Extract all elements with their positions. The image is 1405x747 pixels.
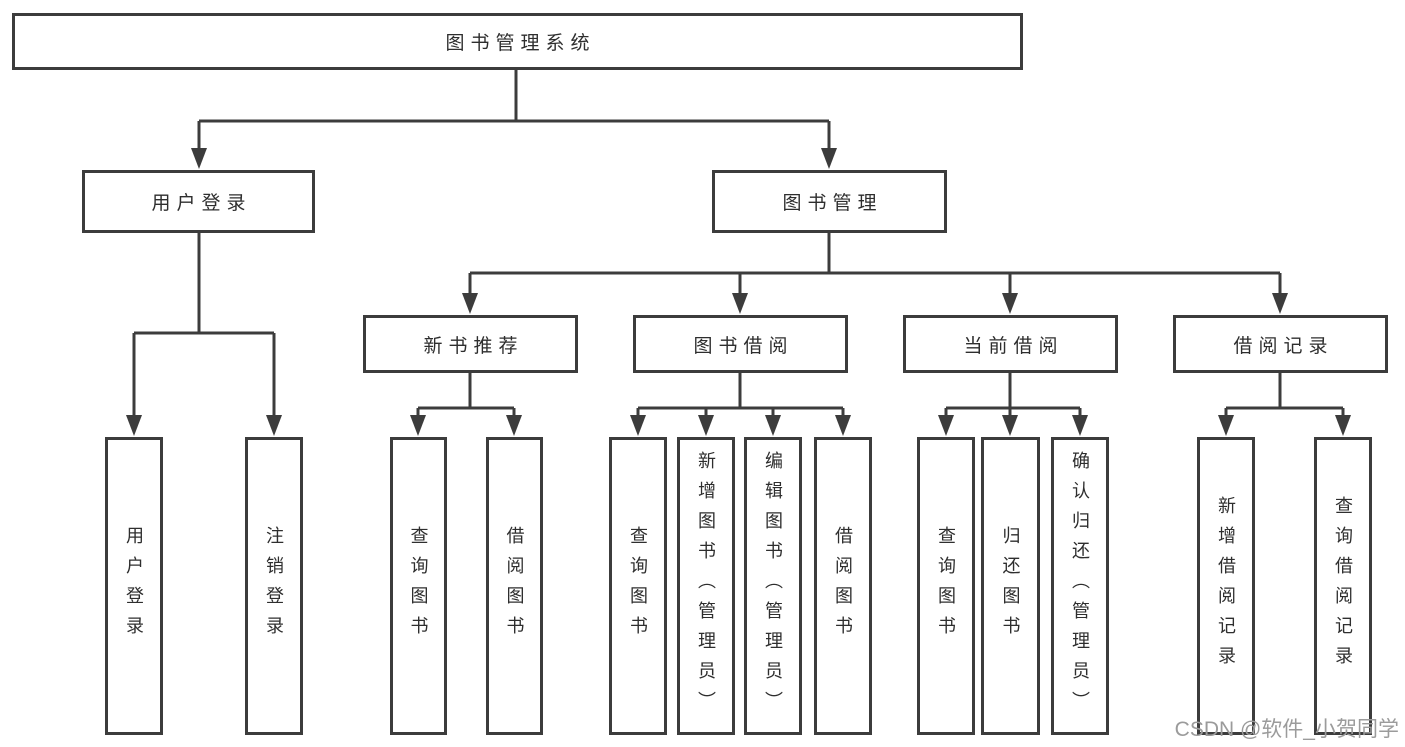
watermark: CSDN @软件_小贺同学 [1174,718,1399,741]
leaf-return-books: 归还图书 [981,437,1040,735]
leaf-label: 新增借阅记录 [1216,496,1236,676]
leaf-user-login: 用户登录 [105,437,163,735]
leaf-borrow-books-recommend: 借阅图书 [486,437,543,735]
leaf-label: 查询图书 [936,526,956,646]
node-label: 图书管理 [782,193,883,214]
node-new-book-recommendation: 新书推荐 [363,315,578,373]
node-book-borrowing: 图书借阅 [633,315,848,373]
leaf-label: 确认归还（管理员） [1070,451,1090,721]
node-label: 当前借阅 [963,335,1064,357]
node-label: 用户登录 [151,193,252,214]
leaf-query-books-recommend: 查询图书 [390,437,447,735]
node-user-login: 用户登录 [82,170,315,233]
leaf-add-borrow-record: 新增借阅记录 [1197,437,1255,735]
leaf-label: 注销登录 [264,526,284,646]
leaf-label: 查询图书 [628,526,648,646]
leaf-label: 编辑图书（管理员） [763,451,783,721]
leaf-label: 查询借阅记录 [1333,496,1353,676]
node-label: 图书管理系统 [445,33,596,54]
leaf-query-books-current: 查询图书 [917,437,975,735]
leaf-borrow-books-borrowing: 借阅图书 [814,437,872,735]
leaf-label: 用户登录 [124,526,144,646]
leaf-confirm-return-admin: 确认归还（管理员） [1051,437,1109,735]
leaf-label: 新增图书（管理员） [696,451,716,721]
node-current-borrowing: 当前借阅 [903,315,1118,373]
leaf-add-books-admin: 新增图书（管理员） [677,437,735,735]
leaf-label: 查询图书 [408,526,429,646]
leaf-logout: 注销登录 [245,437,303,735]
leaf-query-borrow-record: 查询借阅记录 [1314,437,1372,735]
leaf-edit-books-admin: 编辑图书（管理员） [744,437,802,735]
leaf-query-books-borrowing: 查询图书 [609,437,667,735]
leaf-label: 归还图书 [1000,526,1021,646]
node-borrowing-records: 借阅记录 [1173,315,1388,373]
leaf-label: 借阅图书 [504,526,525,646]
node-book-management: 图书管理 [712,170,947,233]
node-label: 借阅记录 [1233,335,1334,357]
node-label: 图书借阅 [693,335,794,357]
node-label: 新书推荐 [423,335,524,357]
leaf-label: 借阅图书 [833,526,853,646]
node-library-management-system: 图书管理系统 [12,13,1023,70]
